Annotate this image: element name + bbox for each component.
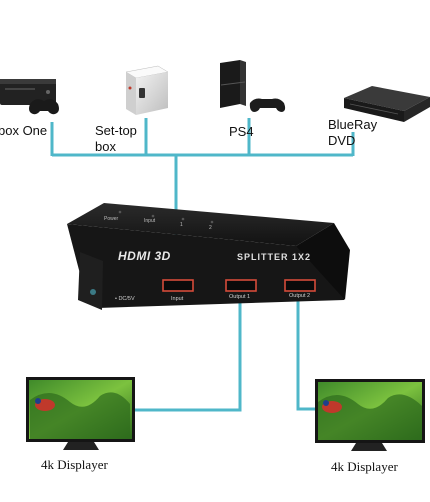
led-indicators [118,210,214,224]
port-label-input: Input [171,296,184,302]
led-label-power: Power [104,216,119,222]
led-label-input: Input [144,218,156,224]
led-label-2: 2 [209,225,212,231]
cable-output-1 [132,292,242,412]
label-bluray-dvd: BlueRay DVD [328,117,378,148]
ps4-icon [220,60,286,112]
xbox-one-icon [0,79,59,115]
hdmi-port-input [162,279,194,292]
tv-right-icon [315,379,425,451]
bluray-player-icon [344,86,430,122]
splitter-brand-logo: HDMI 3D [118,249,171,263]
label-set-top-box: Set-top box [95,123,137,154]
label-display-right: 4k Displayer [331,459,398,474]
cable-output-2 [296,292,316,411]
label-xbox-one: box One [0,123,48,138]
port-label-output-1: Output 1 [229,294,251,300]
port-label-output-2: Output 2 [289,293,311,299]
splitter-model-label: SPLITTER 1X2 [237,252,312,262]
label-display-left: 4k Displayer [41,457,108,472]
label-ps4: PS4 [229,124,254,139]
hdmi-port-output-2 [284,279,316,292]
led-label-1: 1 [180,222,183,228]
splitter-device [67,203,350,310]
port-label-dc: • DC/5V [115,296,135,302]
hdmi-port-output-1 [225,279,257,292]
tv-left-icon [26,377,135,450]
set-top-box-icon [125,65,169,115]
